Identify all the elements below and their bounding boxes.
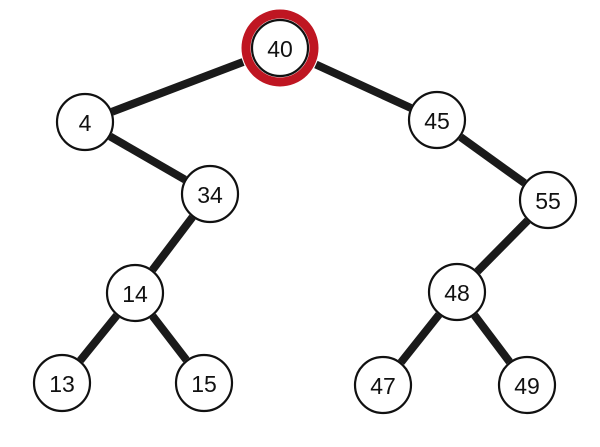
node-label: 34 bbox=[197, 182, 223, 208]
node-circle[interactable] bbox=[427, 262, 487, 322]
tree-edge bbox=[110, 58, 245, 116]
tree-edge bbox=[458, 133, 527, 187]
node-label: 49 bbox=[514, 373, 540, 399]
tree-node[interactable]: 40 bbox=[241, 9, 319, 87]
node-label: 14 bbox=[122, 281, 148, 307]
node-label: 15 bbox=[191, 371, 217, 397]
node-circle[interactable] bbox=[105, 263, 165, 323]
tree-node[interactable]: 15 bbox=[174, 353, 234, 413]
node-circle[interactable] bbox=[497, 355, 557, 415]
tree-node[interactable]: 55 bbox=[518, 170, 578, 230]
tree-edge bbox=[108, 133, 187, 183]
tree-node[interactable]: 34 bbox=[180, 164, 240, 224]
node-label: 40 bbox=[267, 36, 293, 62]
tree-edge bbox=[397, 312, 443, 365]
node-circle[interactable] bbox=[55, 92, 115, 152]
node-label: 45 bbox=[424, 108, 450, 134]
tree-edge bbox=[149, 313, 190, 363]
tree-edge bbox=[149, 214, 196, 273]
node-circle[interactable] bbox=[353, 355, 413, 415]
node-label: 55 bbox=[535, 188, 561, 214]
tree-node[interactable]: 13 bbox=[32, 353, 92, 413]
node-layer: 40 4 34 14 13 15 45 55 48 47 49 bbox=[32, 9, 578, 415]
node-label: 48 bbox=[444, 280, 470, 306]
node-label: 47 bbox=[370, 373, 396, 399]
tree-node[interactable]: 14 bbox=[105, 263, 165, 323]
node-circle[interactable] bbox=[174, 353, 234, 413]
node-label: 13 bbox=[49, 371, 75, 397]
tree-node[interactable]: 49 bbox=[497, 355, 557, 415]
tree-edge bbox=[471, 312, 513, 365]
highlight-ring bbox=[241, 9, 319, 87]
node-circle[interactable] bbox=[32, 353, 92, 413]
node-circle[interactable] bbox=[180, 164, 240, 224]
tree-edge bbox=[474, 217, 531, 275]
tree-node[interactable]: 47 bbox=[353, 355, 413, 415]
edge-layer bbox=[77, 58, 531, 365]
tree-edge bbox=[77, 313, 120, 363]
tree-node[interactable]: 45 bbox=[407, 90, 467, 150]
node-circle[interactable] bbox=[407, 90, 467, 150]
tree-node[interactable]: 4 bbox=[55, 92, 115, 152]
node-label: 4 bbox=[79, 110, 92, 136]
tree-edge bbox=[314, 60, 413, 112]
node-circle[interactable] bbox=[518, 170, 578, 230]
node-circle[interactable] bbox=[250, 18, 310, 78]
tree-node[interactable]: 48 bbox=[427, 262, 487, 322]
